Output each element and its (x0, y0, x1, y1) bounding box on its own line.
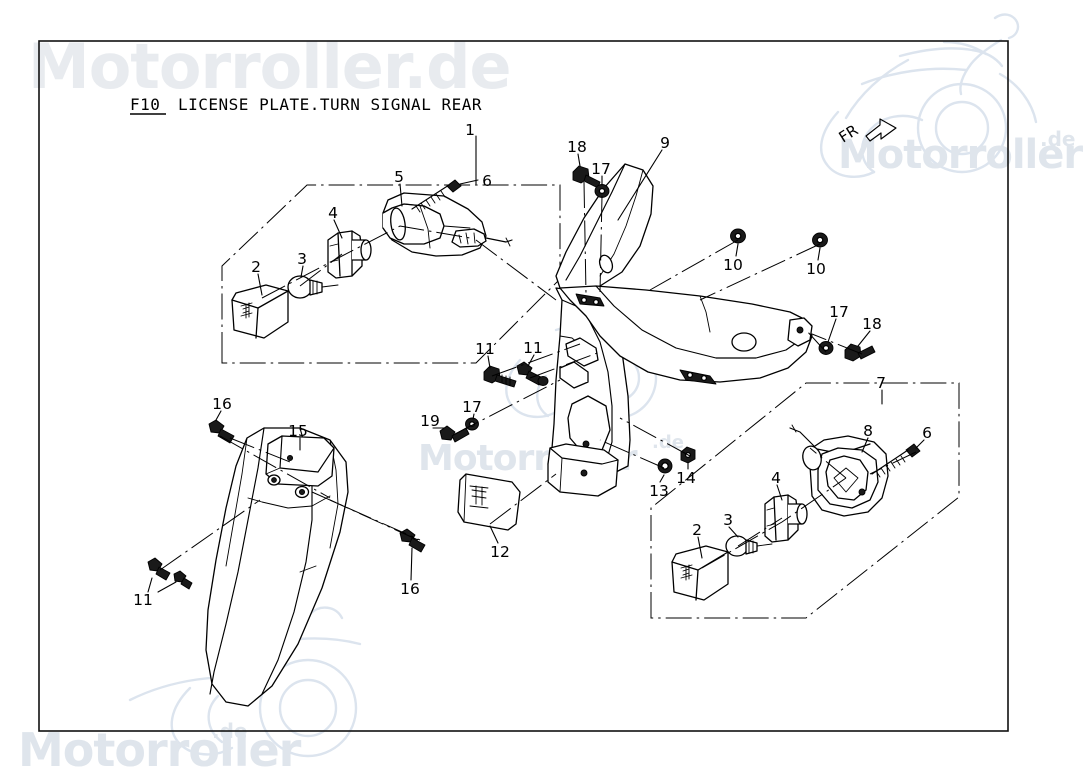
bracket-tab-lower (679, 369, 717, 385)
callout-1: 1 (465, 121, 475, 139)
callout-2a: 2 (251, 258, 261, 276)
callout-16a: 16 (212, 395, 232, 413)
part-19-bolt (439, 425, 470, 443)
callout-19: 19 (420, 412, 440, 430)
part-17-nut-b (818, 341, 834, 355)
part-5-housing-left (382, 192, 513, 257)
watermark-top: Motorroller.de (28, 30, 511, 103)
diagram-frame (38, 40, 1009, 732)
part-17-nut-a (594, 184, 610, 198)
group-boundary-7 (650, 382, 960, 619)
part-15-mudguard (205, 427, 349, 707)
callout-9: 9 (660, 134, 670, 152)
part-10-nut-b (812, 232, 828, 248)
callout-11c: 11 (133, 591, 153, 609)
part-4-socket-left (327, 230, 372, 279)
callout-11b: 11 (523, 339, 543, 357)
callout-13: 13 (649, 482, 669, 500)
plate-characters (469, 485, 489, 509)
callout-6b: 6 (922, 424, 932, 442)
callout-4a: 4 (328, 204, 338, 222)
watermark-center-suffix: .de (652, 432, 684, 453)
diagram-title-block: F10 LICENSE PLATE.TURN SIGNAL REAR (130, 95, 482, 115)
callout-6a: 6 (482, 172, 492, 190)
callout-17b: 17 (829, 303, 849, 321)
part-11-screw-c2 (173, 570, 193, 590)
callout-numbers: 1 2 3 4 5 6 7 8 6 2 3 4 9 10 10 11 11 11… (133, 121, 932, 609)
part-9-rear-fender-bracket (547, 163, 813, 497)
callout-2b: 2 (692, 521, 702, 539)
part-11-bolt-a (483, 365, 517, 388)
group-boundary-1 (221, 184, 561, 364)
callout-7: 7 (876, 374, 886, 392)
part-2-lens-right (671, 545, 729, 601)
callout-14: 14 (676, 469, 696, 487)
callout-17a: 17 (591, 160, 611, 178)
part-3-bulb-right (725, 535, 773, 557)
callout-15: 15 (288, 422, 308, 440)
callout-5: 5 (394, 168, 404, 186)
callout-8: 8 (863, 422, 873, 440)
callout-16b: 16 (400, 580, 420, 598)
callout-18b: 18 (862, 315, 882, 333)
part-2-lens-left (231, 284, 289, 339)
callout-3a: 3 (297, 250, 307, 268)
part-3-bulb-left (287, 275, 339, 299)
part-12-license-plate (457, 473, 521, 531)
watermark-right: Motorroller (838, 132, 1083, 178)
part-10-nut-a (730, 228, 746, 244)
watermark-right-suffix: .de (1040, 127, 1075, 151)
callout-12: 12 (490, 543, 510, 561)
scooter-watermark-top-right (820, 13, 1038, 178)
part-4-socket-right (764, 494, 808, 543)
callout-4b: 4 (771, 469, 781, 487)
part-17-nut-c (465, 417, 479, 431)
callout-3b: 3 (723, 511, 733, 529)
part-11-screw-c1 (147, 557, 171, 581)
part-8-housing-right (789, 424, 889, 517)
assembly-axes (159, 181, 917, 571)
part-6-screw-left (411, 179, 462, 213)
page-title: LICENSE PLATE.TURN SIGNAL REAR (178, 95, 482, 114)
fr-orientation-marker: FR (836, 118, 897, 146)
leader-lines (147, 135, 925, 593)
section-code: F10 (130, 95, 160, 114)
callout-18a: 18 (567, 138, 587, 156)
callout-11a: 11 (475, 340, 495, 358)
fr-label: FR (836, 121, 862, 146)
callout-10b: 10 (806, 260, 826, 278)
callout-10a: 10 (723, 256, 743, 274)
fr-arrow-icon (865, 118, 897, 142)
part-16-screw-a (208, 419, 235, 444)
bracket-tab-upper (575, 293, 605, 307)
callout-17c: 17 (462, 398, 482, 416)
part-18-bolt-b (844, 343, 876, 362)
